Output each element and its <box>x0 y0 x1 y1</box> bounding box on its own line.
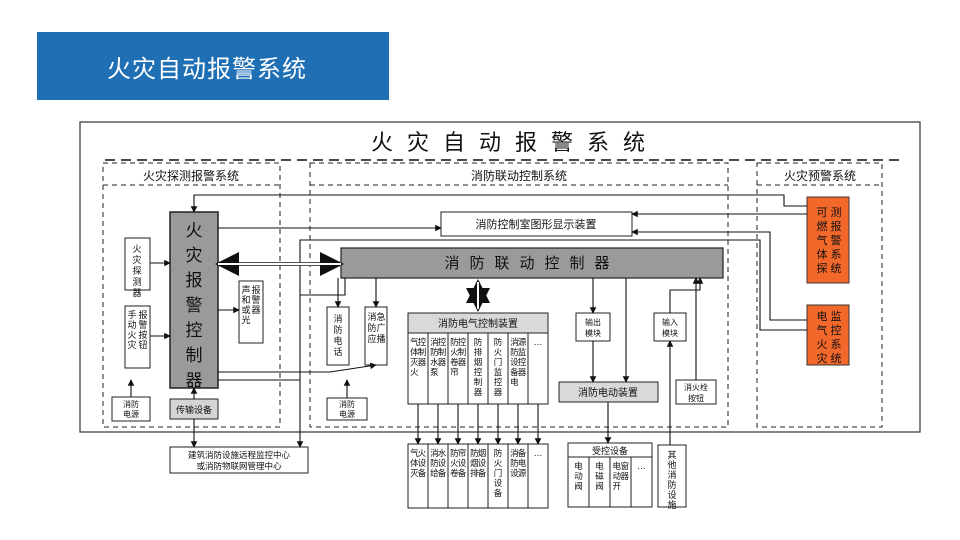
input-module-label-bottom: 模块 <box>662 328 678 338</box>
slide-title: 火灾自动报警系统 <box>107 54 307 83</box>
power1-box <box>111 396 151 422</box>
section-warning-frame <box>756 162 883 428</box>
hydrant-button-label-top: 消火栓 <box>684 382 708 392</box>
electric-monitor-label: 电气火灾监控系统 <box>817 310 842 365</box>
linkage-controller-box <box>340 247 724 279</box>
equipment-item-label: 防火门设备 <box>494 448 503 499</box>
fire-phone-label: 消防电话 <box>333 313 342 358</box>
electric-control-item-label: … <box>534 338 543 348</box>
controller-label: 火灾报警控制器 <box>186 221 203 391</box>
electric-control-item-label: 气体灭火控制器 <box>410 337 427 378</box>
section-warning-label: 火灾预警系统 <box>784 168 856 183</box>
electric-control-item-label: 消防设备电源监控器 <box>510 337 527 388</box>
controlled-device-item-label: 电动阀 <box>574 461 583 492</box>
detector-box <box>124 237 151 291</box>
controlled-device-item-label: … <box>637 462 646 472</box>
input-module-label-top: 输入 <box>662 317 678 327</box>
fire-alarm-controller <box>169 211 219 389</box>
controlled-device-item-box <box>630 456 653 508</box>
gas-detect-box <box>806 196 850 284</box>
equipment-item-label: … <box>534 449 543 459</box>
broadcast-label: 消防应急广播 <box>367 311 385 345</box>
power2-label-bottom: 电源 <box>339 409 355 419</box>
other-facilities-label: 其他消防设施 <box>667 450 676 511</box>
sound-light-box <box>238 280 264 344</box>
controlled-device-item-label: 电磁阀 <box>595 461 604 492</box>
sound-light-label: 声和或光报警器 <box>241 284 260 326</box>
power2-label-top: 消防 <box>339 399 355 409</box>
remote-center-line2: 或消防物联网管理中心 <box>196 461 282 472</box>
equipment-item-label: 防烟排烟设备 <box>470 448 487 479</box>
section-linkage-frame <box>309 162 729 428</box>
section-detect-frame <box>102 162 281 428</box>
electric-drive-label: 消防电动装置 <box>578 386 638 399</box>
remote-center-line1: 建筑消防设施远程监控中心 <box>188 450 291 461</box>
controlled-device-item-label: 电动开窗器 <box>612 461 629 492</box>
transmission-label: 传输设备 <box>176 404 212 416</box>
graphic-display-label: 消防控制室图形显示装置 <box>476 217 597 231</box>
manual-button-label: 手动火灾报警按钮 <box>127 309 147 351</box>
equipment-item-label: 气体灭火设备 <box>410 448 427 479</box>
detector-label: 火灾探测器 <box>132 244 141 299</box>
equipment-items: 气体灭火设备消防给水设备防火卷帘设备防烟排烟设备防火门设备消防设备电源 … <box>407 443 549 509</box>
diagram-main-title: 火灾自动报警系统 <box>371 131 659 156</box>
power1-label-top: 消防 <box>123 399 139 409</box>
output-module-box <box>575 312 611 342</box>
equipment-item-label: 消防设备电源 <box>510 448 527 479</box>
electric-monitor-box <box>806 304 850 366</box>
output-module-label-top: 输出 <box>585 317 601 327</box>
manual-button-box <box>124 305 151 369</box>
controlled-devices-label: 受控设备 <box>592 445 628 457</box>
gas-detect-label: 可燃气体探测报警系统 <box>817 206 842 275</box>
other-facilities-box <box>657 444 687 508</box>
connectors <box>127 194 807 448</box>
electric-control-item-label: 防排烟控制器 <box>474 337 483 398</box>
power1-label-bottom: 电源 <box>123 409 139 419</box>
linkage-controller-label: 消防联动控制器 <box>444 254 619 272</box>
slide-title-bar: 火灾自动报警系统 <box>37 32 389 100</box>
remote-center-box <box>169 446 309 474</box>
electric-control-item-label: 消防水泵控制器 <box>430 337 447 378</box>
section-detect-label: 火灾探测报警系统 <box>143 168 239 183</box>
electric-control-item-label: 防火门监控器 <box>494 337 503 398</box>
electric-control-item-label: 防火卷帘控制器 <box>450 337 467 378</box>
hydrant-button-label-bottom: 按钮 <box>688 393 704 403</box>
graphic-display-box <box>440 211 633 237</box>
equipment-item-label: 消防给水设备 <box>430 448 447 479</box>
controlled-device-items: 电动阀 电磁阀电动开窗器 … <box>567 456 653 508</box>
output-module-label-bottom: 模块 <box>585 328 601 338</box>
section-linkage-label: 消防联动控制系统 <box>471 168 567 183</box>
equipment-item-label: 防火卷帘设备 <box>450 448 467 479</box>
electric-control-label: 消防电气控制装置 <box>438 317 518 330</box>
